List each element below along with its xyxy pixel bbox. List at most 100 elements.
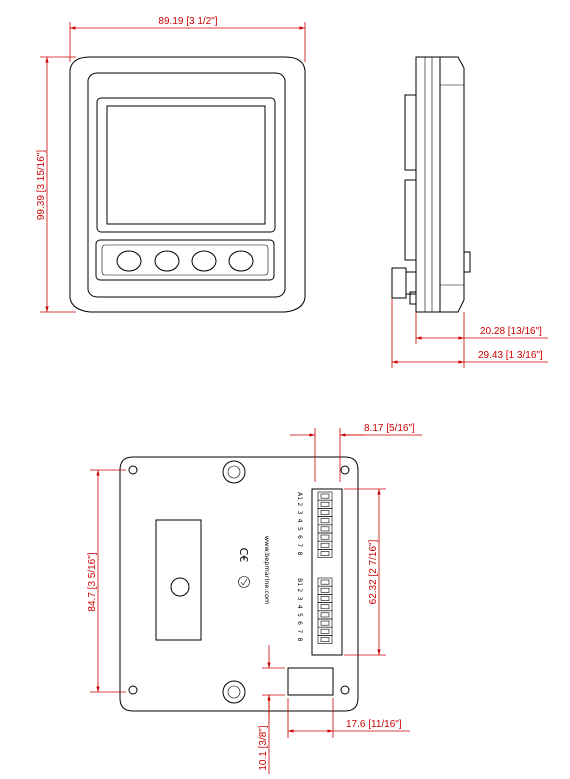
a-terminal-screw-7 bbox=[320, 542, 330, 548]
b-terminal-label-8: 8 bbox=[296, 638, 303, 642]
side-connector-body bbox=[405, 271, 417, 295]
rear-housing bbox=[119, 456, 359, 712]
side-connector bbox=[391, 267, 407, 299]
ce-mark-glyph: C€ bbox=[237, 548, 250, 563]
a-terminal-4 bbox=[317, 516, 333, 526]
front-button-3 bbox=[191, 250, 217, 272]
a-terminal-screw-4 bbox=[320, 518, 330, 524]
b-terminal-8 bbox=[317, 635, 333, 644]
rear-bottom-connector bbox=[287, 667, 334, 696]
display-screen bbox=[106, 105, 266, 225]
rear-stud-top-inner bbox=[227, 465, 241, 479]
b-terminal-screw-4 bbox=[320, 604, 330, 610]
c-tick-mark bbox=[238, 576, 250, 588]
front-bezel-outer bbox=[69, 56, 306, 313]
rear-hole-top-right bbox=[340, 465, 350, 475]
b-terminal-label-6: 6 bbox=[296, 621, 303, 625]
b-terminal-label-5: 5 bbox=[296, 613, 303, 617]
front-button-4 bbox=[228, 250, 254, 272]
front-button-2 bbox=[154, 250, 180, 272]
button-panel bbox=[95, 239, 275, 281]
b-terminal-4 bbox=[317, 602, 333, 612]
a-terminal-screw-5 bbox=[320, 526, 330, 532]
a-terminal-screw-1 bbox=[320, 493, 330, 499]
c-tick-check bbox=[240, 578, 248, 586]
a-terminal-screw-2 bbox=[320, 501, 330, 507]
side-depth-inner-label: 20.28 [13/16"] bbox=[480, 326, 542, 337]
b-terminal-3 bbox=[317, 594, 333, 603]
a-terminal-3 bbox=[317, 508, 333, 517]
side-depth-outer-label: 29.43 [1 3/16"] bbox=[478, 350, 543, 361]
bottom-width-label: 17.6 [11/16"] bbox=[346, 719, 402, 730]
a-terminal-label-8: 8 bbox=[296, 552, 303, 556]
rear-height-label: 84.7 [3 5/16"] bbox=[87, 552, 98, 611]
terminal-housing bbox=[311, 488, 343, 656]
side-view: 20.28 [13/16"] 29.43 [1 3/16"] bbox=[391, 56, 548, 368]
b-terminal-1 bbox=[317, 577, 333, 587]
terminal-block-a bbox=[317, 491, 333, 558]
a-terminal-screw-6 bbox=[320, 534, 330, 540]
side-body bbox=[415, 56, 441, 313]
b-terminal-screw-8 bbox=[320, 637, 330, 642]
button-panel-inner bbox=[101, 244, 269, 276]
a-terminal-8 bbox=[317, 549, 333, 558]
a-terminal-label-7: 7 bbox=[296, 543, 303, 547]
b-terminal-label-3: 3 bbox=[296, 597, 303, 601]
a-terminal-5 bbox=[317, 524, 333, 534]
side-clip-bottom bbox=[404, 179, 417, 261]
front-bezel-inner bbox=[87, 72, 286, 298]
a-terminal-1 bbox=[317, 491, 333, 501]
front-view: 89.19 [3 1/2"] 99.39 [3 15/16"] bbox=[36, 16, 306, 313]
b-terminal-2 bbox=[317, 585, 333, 595]
b-terminal-6 bbox=[317, 618, 333, 628]
a-terminal-label-3: 3 bbox=[296, 511, 303, 515]
rear-hole-top-left bbox=[128, 465, 138, 475]
b-terminal-screw-2 bbox=[320, 587, 330, 593]
side-knob bbox=[463, 251, 471, 273]
b-terminal-label-4: 4 bbox=[296, 605, 303, 609]
a-terminal-label-1: A1 bbox=[296, 492, 303, 500]
bottom-height-label: 10.1 [3/8"] bbox=[258, 725, 269, 770]
a-terminal-label-4: 4 bbox=[296, 519, 303, 523]
b-terminal-screw-3 bbox=[320, 596, 330, 601]
rear-label-recess bbox=[155, 519, 202, 641]
ce-mark: C€ bbox=[237, 548, 250, 563]
b-terminal-screw-7 bbox=[320, 628, 330, 634]
b-terminal-7 bbox=[317, 626, 333, 636]
a-terminal-6 bbox=[317, 532, 333, 542]
conn-width-label: 8.17 [5/16"] bbox=[364, 423, 415, 434]
rear-center-hole bbox=[170, 577, 190, 597]
screen-frame bbox=[96, 97, 276, 233]
front-width-label: 89.19 [3 1/2"] bbox=[158, 16, 217, 27]
a-terminal-2 bbox=[317, 499, 333, 509]
a-terminal-screw-3 bbox=[320, 510, 330, 515]
a-terminal-label-2: 2 bbox=[296, 502, 303, 506]
b-terminal-screw-5 bbox=[320, 612, 330, 618]
a-terminal-label-5: 5 bbox=[296, 527, 303, 531]
rear-stud-top bbox=[222, 460, 246, 484]
term-span-label: 62.32 [2 7/16"] bbox=[368, 539, 379, 604]
a-terminal-screw-8 bbox=[320, 551, 330, 556]
side-clip-top bbox=[404, 94, 417, 171]
b-terminal-5 bbox=[317, 610, 333, 620]
terminal-labels-b: B1 2 3 4 5 6 7 8 bbox=[296, 578, 303, 641]
c-tick-circle bbox=[238, 576, 250, 588]
b-terminal-label-2: 2 bbox=[296, 588, 303, 592]
side-connector-tab bbox=[409, 291, 417, 305]
b-terminal-label-7: 7 bbox=[296, 629, 303, 633]
b-terminal-screw-6 bbox=[320, 620, 330, 626]
rear-website-text: www.bepmarine.com bbox=[263, 536, 271, 605]
rear-hole-bottom-left bbox=[128, 685, 138, 695]
b-terminal-screw-1 bbox=[320, 579, 330, 585]
rear-stud-bottom bbox=[222, 680, 246, 704]
rear-hole-bottom-right bbox=[340, 685, 350, 695]
b-terminal-label-1: B1 bbox=[296, 578, 303, 586]
rear-view: www.bepmarine.com C€ A1 2 3 4 5 6 7 8 B1 2 3 4 5 6 7 8… bbox=[87, 423, 422, 774]
rear-stud-bottom-inner bbox=[227, 685, 241, 699]
side-bezel bbox=[439, 56, 465, 313]
terminal-block-b bbox=[317, 577, 333, 644]
a-terminal-7 bbox=[317, 540, 333, 550]
front-button-1 bbox=[116, 250, 142, 272]
